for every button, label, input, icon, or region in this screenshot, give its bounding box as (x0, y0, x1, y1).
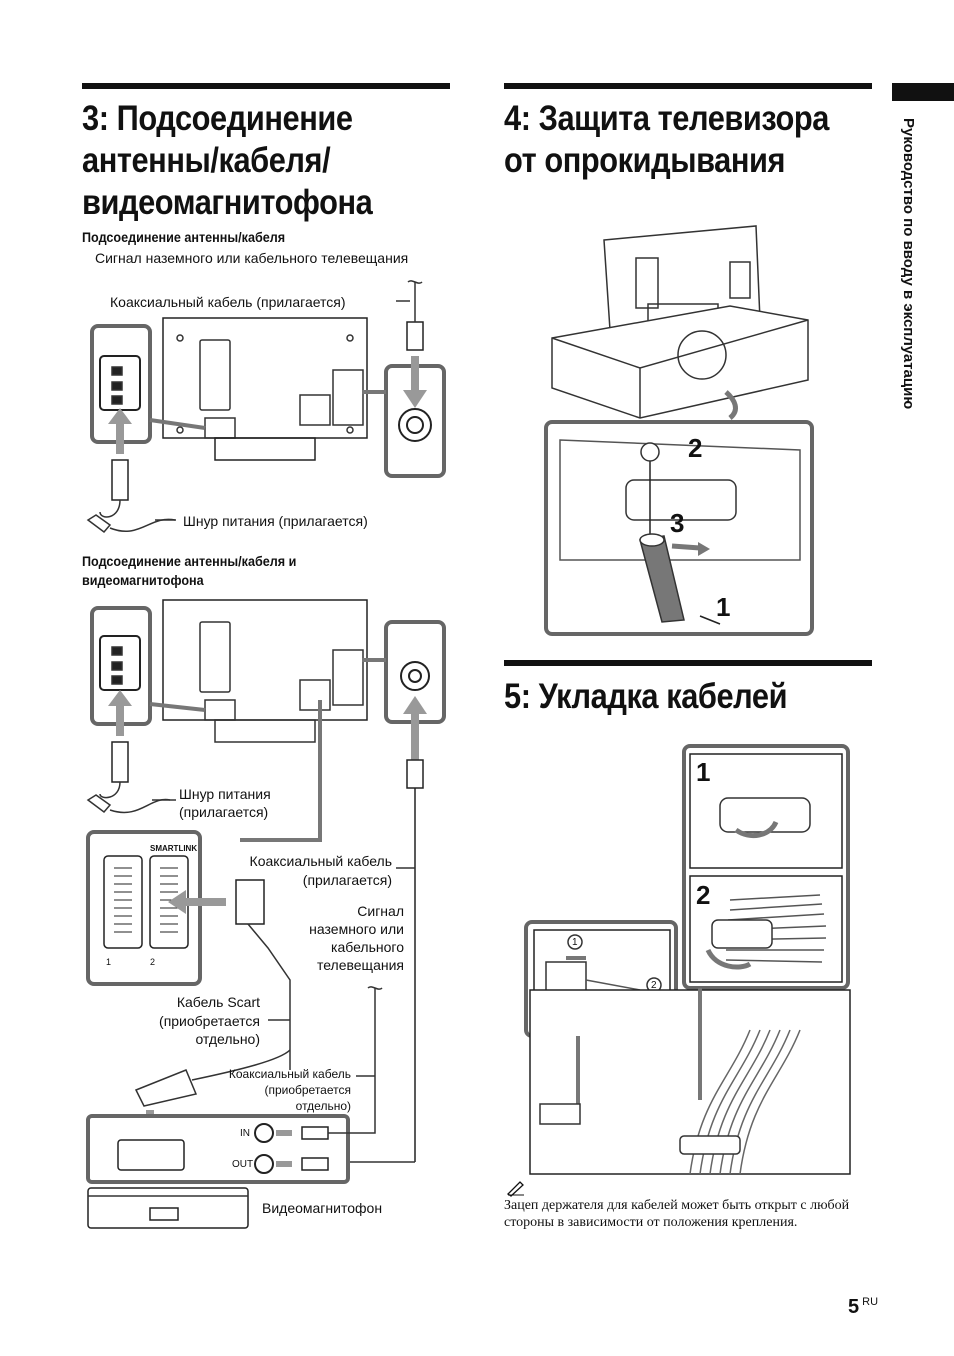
d2-coax2-line1: Коаксиальный кабель (228, 1067, 351, 1081)
d1-coax-label: Коаксиальный кабель (прилагается) (110, 294, 346, 310)
cable-step-1: 1 (696, 757, 711, 787)
section4-title-line2: от опрокидывания (504, 141, 786, 180)
tip-step-1: 1 (716, 592, 731, 622)
d2-power-line1: Шнур питания (179, 786, 271, 802)
vcr-out-label: OUT (232, 1159, 254, 1170)
section4-title-line1: 4: Защита телевизора (504, 99, 829, 138)
d1-power-label: Шнур питания (прилагается) (183, 513, 368, 529)
circled-step-1: 1 (572, 937, 578, 948)
d2-coax2-line2: (приобретается (264, 1083, 351, 1097)
d2-coax-line1: Коаксиальный кабель (249, 853, 392, 869)
d2-signal-line2: наземного или (309, 921, 404, 937)
section5-rule (504, 660, 872, 666)
section5-title: 5: Укладка кабелей (504, 677, 788, 716)
section4-rule (504, 83, 872, 89)
d2-signal-line1: Сигнал (357, 903, 404, 919)
tip-step-2: 2 (688, 433, 703, 463)
d2-coax2-line3: отдельно) (295, 1099, 351, 1113)
d2-vcr-label: Видеомагнитофон (262, 1200, 383, 1216)
section3-subheading-1: Подсоединение антенны/кабеля (82, 229, 286, 245)
section3-subheading-2a: Подсоединение антенны/кабеля и (82, 553, 297, 569)
tip-step-3: 3 (670, 508, 685, 538)
note-text: Зацеп держателя для кабелей может быть о… (504, 1198, 850, 1230)
d1-signal-label: Сигнал наземного или кабельного телевеща… (95, 250, 409, 266)
page-lang: RU (862, 1296, 879, 1308)
page-number-value: 5 (848, 1296, 860, 1318)
section3-title-line1: 3: Подсоединение (82, 99, 353, 138)
d2-signal-line3: кабельного (331, 939, 404, 955)
side-tab-label: Руководство по вводу в эксплуатацию (900, 118, 917, 410)
vcr-in-label: IN (240, 1128, 250, 1139)
d2-coax-line2: (прилагается) (302, 872, 392, 888)
circled-step-2: 2 (651, 980, 657, 991)
cable-step-2: 2 (696, 880, 711, 910)
d2-scart-line1: Кабель Scart (176, 994, 260, 1010)
section3-subheading-2b: видеомагнитофона (82, 572, 204, 588)
d2-signal-line4: телевещания (316, 957, 404, 973)
d2-scart-line3: отдельно) (195, 1031, 260, 1047)
scart-num-2: 2 (150, 957, 156, 967)
note-pencil-icon (506, 1181, 524, 1197)
section3-title-line3: видеомагнитофона (82, 183, 373, 222)
section3-title-line2: антенны/кабеля/ (82, 141, 331, 180)
section3-rule (82, 83, 450, 89)
d2-power-line2: (прилагается) (179, 804, 269, 820)
side-tab-marker (892, 83, 954, 101)
smartlink-label: SMARTLINK (150, 844, 198, 853)
d2-scart-line2: (приобретается (159, 1013, 260, 1029)
scart-num-1: 1 (106, 957, 112, 967)
